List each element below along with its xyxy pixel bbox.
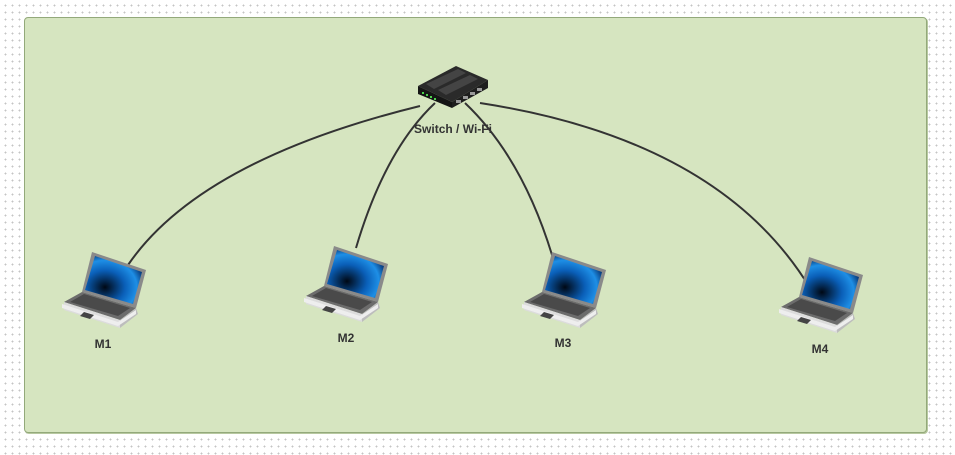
laptop-icon	[304, 246, 388, 322]
laptop-icon	[522, 252, 606, 328]
link-switch-m1[interactable]	[127, 105, 421, 266]
node-m1[interactable]	[62, 250, 148, 330]
node-label-m4: M4	[811, 342, 829, 356]
node-switch[interactable]	[416, 62, 490, 108]
link-switch-m4[interactable]	[479, 102, 811, 289]
node-label-m3: M3	[554, 336, 572, 350]
laptop-icon	[779, 257, 863, 333]
link-switch-m2[interactable]	[355, 102, 436, 249]
node-label-m2: M2	[337, 331, 355, 345]
node-label-m1: M1	[94, 337, 112, 351]
link-switch-m3[interactable]	[464, 102, 556, 266]
network-switch-icon	[418, 66, 488, 108]
switch-label: Switch / Wi-Fi	[414, 122, 492, 136]
laptop-icon	[62, 252, 146, 328]
node-m4[interactable]	[779, 255, 865, 335]
node-m3[interactable]	[522, 250, 608, 330]
node-m2[interactable]	[304, 244, 390, 324]
